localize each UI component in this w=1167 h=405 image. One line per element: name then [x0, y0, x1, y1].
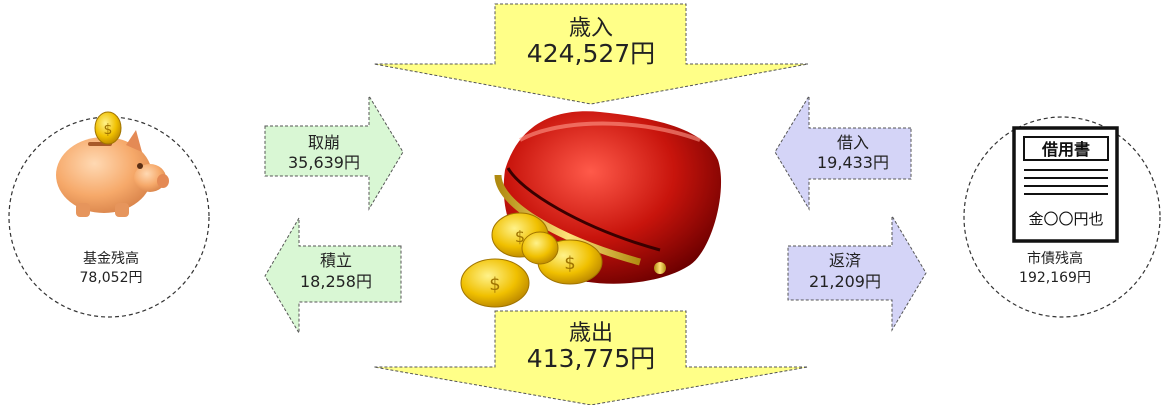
- svg-text:$: $: [104, 122, 113, 138]
- svg-text:$: $: [489, 274, 500, 295]
- debt-amount: 192,169円: [1019, 270, 1091, 286]
- debt-balance-circle: 借用書 金〇〇円也 市債残高 192,169円: [963, 116, 1161, 318]
- reserve-amount: 18,258円: [300, 272, 372, 291]
- loan-document-icon: 借用書 金〇〇円也: [1012, 126, 1119, 243]
- svg-text:$: $: [564, 253, 575, 274]
- reserve-label: 積立: [320, 251, 352, 270]
- coin-icon: $ $ $: [460, 212, 603, 308]
- fund-amount: 78,052円: [80, 270, 143, 286]
- repayment-label: 返済: [829, 251, 861, 270]
- withdrawal-arrow: 取崩 35,639円: [264, 94, 404, 211]
- expenditure-arrow: 歳出 413,775円: [373, 310, 809, 405]
- coin-icon: $: [94, 111, 122, 145]
- loan-document-title: 借用書: [1041, 140, 1090, 159]
- expenditure-label: 歳出: [569, 321, 613, 346]
- fund-balance-circle: $ 基金残高 78,052円: [8, 111, 210, 318]
- withdrawal-label: 取崩: [308, 133, 340, 152]
- revenue-arrow: 歳入 424,527円: [373, 3, 809, 105]
- expenditure-amount: 413,775円: [527, 344, 655, 373]
- borrowing-label: 借入: [837, 133, 869, 152]
- borrowing-amount: 19,433円: [817, 153, 889, 172]
- piggy-bank-icon: $: [56, 111, 169, 217]
- svg-text:$: $: [515, 227, 525, 246]
- revenue-amount: 424,527円: [527, 39, 655, 68]
- borrowing-arrow: 借入 19,433円: [774, 94, 912, 211]
- revenue-label: 歳入: [569, 16, 613, 41]
- debt-label: 市債残高: [1027, 250, 1083, 267]
- repayment-arrow: 返済 21,209円: [787, 214, 927, 332]
- reserve-arrow: 積立 18,258円: [264, 216, 402, 335]
- withdrawal-amount: 35,639円: [288, 153, 360, 172]
- wallet-icon: $ $ $: [460, 111, 722, 308]
- loan-document-text: 金〇〇円也: [1028, 210, 1103, 228]
- fund-label: 基金残高: [83, 250, 139, 267]
- repayment-amount: 21,209円: [809, 272, 881, 291]
